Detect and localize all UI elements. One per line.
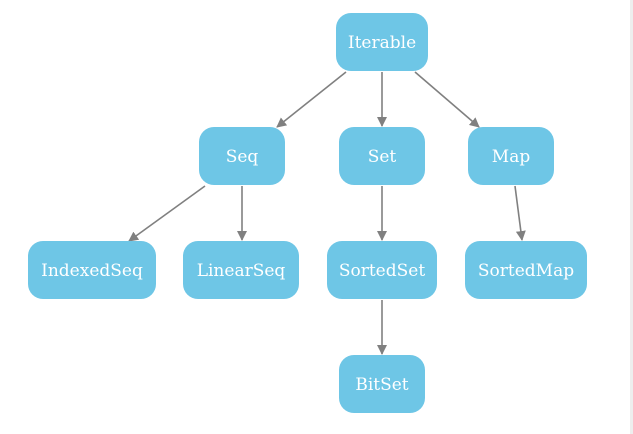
node-map: Map <box>468 127 554 185</box>
node-box <box>465 241 587 299</box>
edge-arrow <box>514 185 526 241</box>
node-label: Set <box>368 147 397 167</box>
node-label: SortedMap <box>478 261 574 281</box>
node-label: IndexedSeq <box>41 261 143 281</box>
edges-layer <box>128 71 526 355</box>
node-iterable: Iterable <box>336 13 428 71</box>
node-label: Iterable <box>348 33 416 53</box>
node-seq: Seq <box>199 127 285 185</box>
node-sortedmap: SortedMap <box>465 241 587 299</box>
node-linearseq: LinearSeq <box>183 241 299 299</box>
node-bitset: BitSet <box>339 355 425 413</box>
node-box <box>327 241 437 299</box>
node-label: Map <box>492 147 531 167</box>
edge-arrow <box>414 71 480 128</box>
edge-arrow <box>276 71 347 128</box>
edge-map-sortedmap <box>514 185 526 241</box>
node-box <box>336 13 428 71</box>
edge-seq-indexedseq <box>128 185 206 242</box>
right-border <box>630 0 633 434</box>
node-label: Seq <box>226 147 259 167</box>
edge-arrow <box>128 185 206 242</box>
node-box <box>339 355 425 413</box>
node-box <box>28 241 156 299</box>
node-label: SortedSet <box>339 261 425 281</box>
node-box <box>468 127 554 185</box>
node-label: LinearSeq <box>197 261 286 281</box>
node-sortedset: SortedSet <box>327 241 437 299</box>
edge-iterable-map <box>414 71 480 128</box>
node-box <box>183 241 299 299</box>
node-indexedseq: IndexedSeq <box>28 241 156 299</box>
node-set: Set <box>339 127 425 185</box>
edge-iterable-seq <box>276 71 347 128</box>
node-box <box>339 127 425 185</box>
node-label: BitSet <box>355 375 408 395</box>
node-box <box>199 127 285 185</box>
